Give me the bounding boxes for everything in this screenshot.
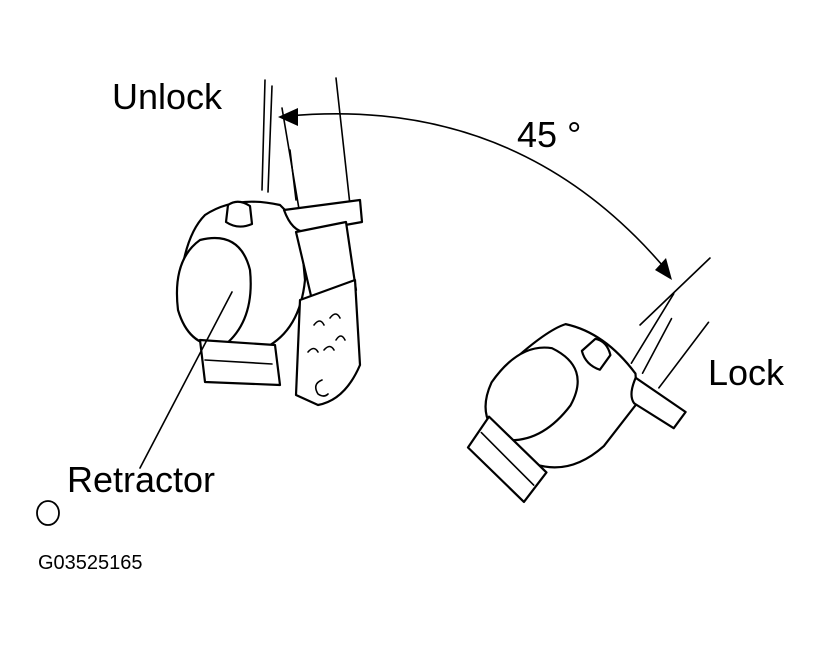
retractor-label: Retractor: [67, 459, 215, 500]
circle-marker-icon: [36, 500, 60, 526]
lock-label: Lock: [708, 352, 785, 393]
retractor-unlock-position: [175, 77, 364, 407]
retractor-lock-position: [466, 292, 710, 504]
arrowhead-left: [278, 108, 298, 126]
retractor-leader-line: [139, 291, 233, 469]
figure-code: G03525165: [38, 552, 143, 574]
unlock-label: Unlock: [112, 76, 223, 117]
angle-label: 45 °: [517, 114, 581, 155]
lock-reference-line: [639, 257, 711, 326]
arrowhead-right: [655, 258, 672, 280]
angle-arc: [278, 108, 672, 280]
